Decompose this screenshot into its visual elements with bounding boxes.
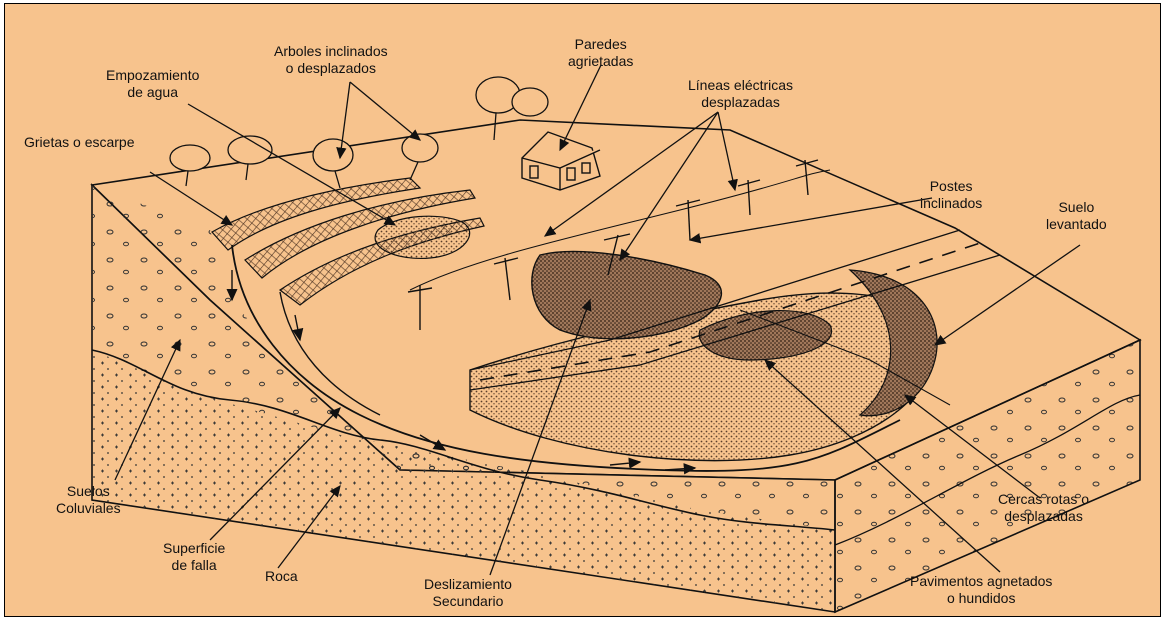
label-empozamiento-line-2: de agua [106,84,199,101]
label-superficie-line-2: de falla [163,557,225,574]
label-grietas-line-1: Grietas o escarpe [24,134,135,151]
label-pavimentos-line-1: Pavimentos agnetados [910,573,1052,590]
label-deslizamiento: Deslizamiento Secundario [424,576,512,610]
label-suelo-line-2: levantado [1046,216,1107,233]
label-paredes-line-2: agrietadas [568,53,633,70]
label-arboles-line-2: o desplazados [274,60,388,77]
label-suelos-coluviales: Suelos Coluviales [56,483,121,517]
label-lineas-line-2: desplazadas [688,94,793,111]
label-superficie-line-1: Superficie [163,540,225,557]
label-cercas-line-2: desplazadas [998,508,1089,525]
label-suelos-line-1: Suelos [56,483,121,500]
label-postes: Postes inclinados [920,178,982,212]
label-cercas-line-1: Cercas rotas o [998,491,1089,508]
label-empozamiento: Empozamiento de agua [106,67,199,101]
label-superficie: Superficie de falla [163,540,225,574]
label-pavimentos-line-2: o hundidos [910,590,1052,607]
label-suelo-levantado: Suelo levantado [1046,199,1107,233]
label-empozamiento-line-1: Empozamiento [106,67,199,84]
label-arboles: Arboles inclinados o desplazados [274,43,388,77]
label-pavimentos: Pavimentos agnetados o hundidos [910,573,1052,607]
label-suelo-line-1: Suelo [1046,199,1107,216]
label-deslizamiento-line-2: Secundario [424,593,512,610]
label-lineas-line-1: Líneas eléctricas [688,77,793,94]
label-postes-line-1: Postes [920,178,982,195]
label-arboles-line-1: Arboles inclinados [274,43,388,60]
label-paredes: Paredes agrietadas [568,36,633,70]
label-roca-line-1: Roca [265,568,298,585]
label-lineas: Líneas eléctricas desplazadas [688,77,793,111]
label-paredes-line-1: Paredes [568,36,633,53]
label-suelos-line-2: Coluviales [56,500,121,517]
label-cercas: Cercas rotas o desplazadas [998,491,1089,525]
label-grietas: Grietas o escarpe [24,134,135,151]
label-deslizamiento-line-1: Deslizamiento [424,576,512,593]
label-roca: Roca [265,568,298,585]
label-postes-line-2: inclinados [920,195,982,212]
